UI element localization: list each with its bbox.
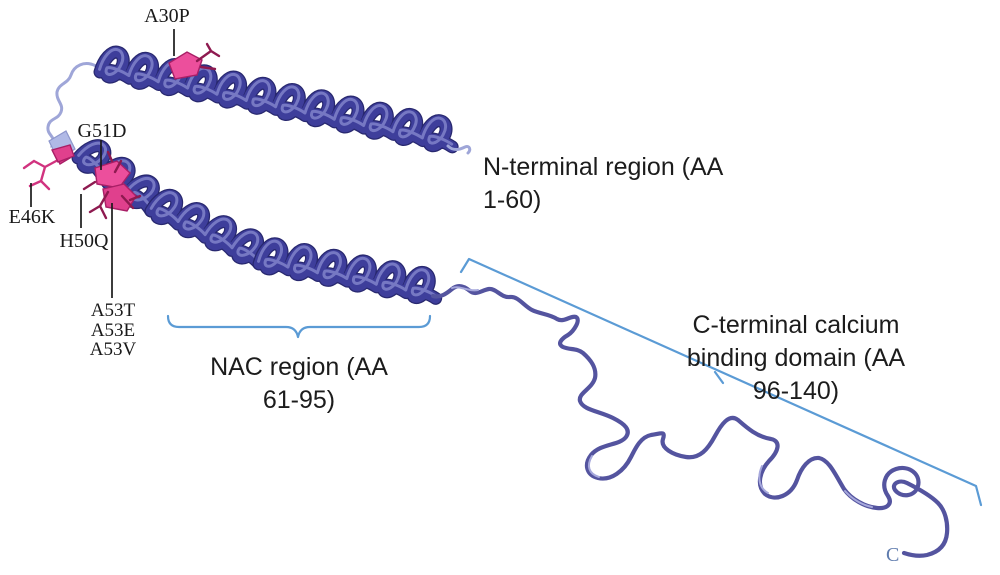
helix-1-end-tail — [446, 144, 472, 155]
mutation-label-a53t: A53T — [90, 300, 136, 321]
n-terminal-region-label-line1: N-terminal region (AA — [483, 153, 724, 181]
mutation-label-a53v: A53V — [89, 339, 137, 360]
coil-highlight — [587, 455, 600, 478]
c-terminus-label: C — [886, 544, 900, 566]
n-terminal-region-label-line2: 1-60) — [483, 186, 542, 214]
c-terminal-region-label-line1: C-terminal calcium — [692, 311, 900, 339]
helix-1-ribbon — [98, 47, 457, 150]
mutation-label-h50q: H50Q — [59, 230, 109, 252]
mutation-label-a53-stack: A53T A53E A53V — [87, 301, 139, 360]
coil-highlight — [758, 465, 769, 494]
mutation-label-e46k: E46K — [8, 206, 56, 228]
c-terminal-region-label-line3: 96-140) — [752, 377, 840, 405]
c-terminal-region-label-line2: binding domain (AA — [686, 344, 906, 372]
nac-region-brace — [166, 314, 432, 339]
mutation-label-a30p: A30P — [144, 5, 190, 27]
mutation-label-g51d: G51D — [77, 120, 127, 142]
nac-region-label: NAC region (AA 61-95) — [184, 351, 414, 417]
nac-region-label-line2: 61-95) — [262, 386, 336, 414]
c-terminal-coil — [430, 284, 950, 558]
helix-2-ribbon — [75, 137, 440, 302]
mutation-label-a53e: A53E — [90, 319, 136, 341]
nac-region-label-line1: NAC region (AA — [210, 353, 388, 381]
mutation-site-a30p — [168, 42, 221, 80]
n-terminal-region-label: N-terminal region (AA 1-60) — [483, 151, 743, 217]
c-terminal-region-label: C-terminal calcium binding domain (AA 96… — [650, 309, 942, 408]
c-terminal-region-bracket — [459, 257, 983, 507]
coil-highlight — [451, 286, 479, 292]
n-terminal-connector-loop — [46, 62, 98, 149]
coil-highlight — [844, 490, 873, 508]
